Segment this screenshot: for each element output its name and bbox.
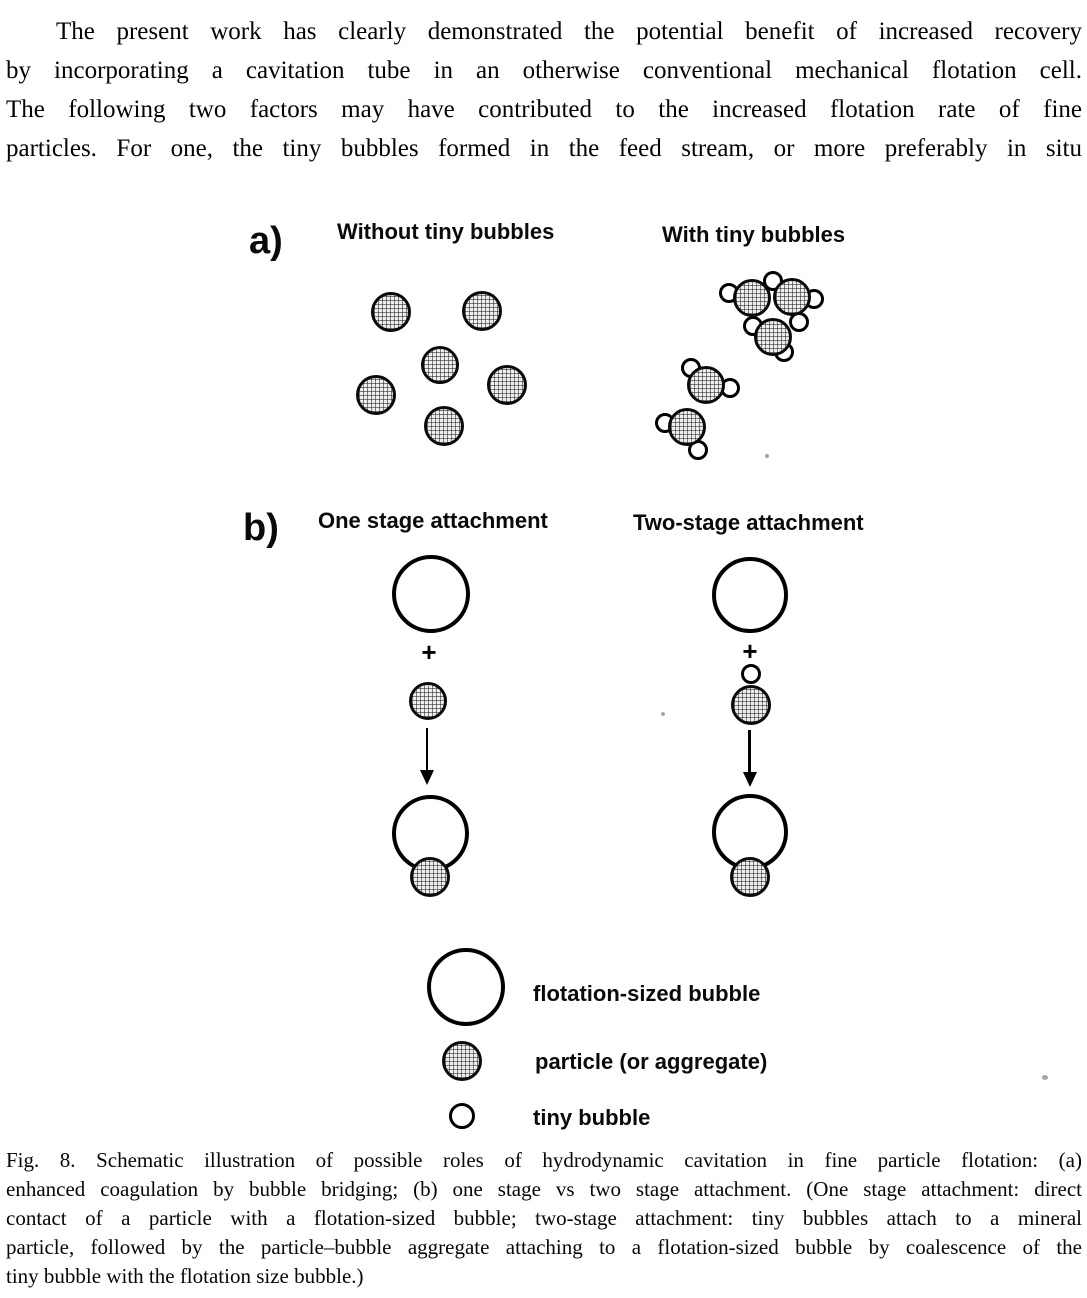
legend-particle-icon (442, 1041, 482, 1081)
panel-a-right-title: With tiny bubbles (662, 222, 846, 247)
caption-line: Fig. 8. Schematic illustration of possib… (6, 1148, 1082, 1172)
down-arrow (748, 730, 751, 773)
cluster-particle (733, 279, 771, 317)
cluster-particle (754, 318, 792, 356)
free-particle (421, 346, 459, 384)
down-arrow (426, 728, 428, 771)
tiny-bubble (741, 664, 761, 684)
free-particle (424, 406, 464, 446)
free-particle (371, 292, 411, 332)
body-line: The following two factors may have contr… (6, 96, 1082, 123)
free-particle (462, 291, 502, 331)
scan-speck (765, 454, 769, 458)
legend-flotation-bubble-icon (427, 948, 505, 1026)
particle (409, 682, 447, 720)
body-line: particles. For one, the tiny bubbles for… (6, 135, 1082, 162)
flotation-bubble (392, 555, 470, 633)
free-particle (356, 375, 396, 415)
legend-tiny-bubble-icon (449, 1103, 475, 1129)
caption-line: contact of a particle with a flotation-s… (6, 1206, 1082, 1230)
attached-particle (410, 857, 450, 897)
body-line: by incorporating a cavitation tube in an… (6, 57, 1082, 84)
panel-b-right-title: Two-stage attachment (633, 510, 864, 535)
legend-label: tiny bubble (533, 1105, 651, 1130)
legend-label: particle (or aggregate) (535, 1049, 768, 1074)
scan-speck (661, 712, 665, 716)
particle (731, 685, 771, 725)
legend-label: flotation-sized bubble (533, 981, 761, 1006)
caption-line: enhanced coagulation by bubble bridging;… (6, 1177, 1082, 1201)
panel-b-left-title: One stage attachment (318, 508, 548, 533)
cluster-particle (687, 366, 725, 404)
cluster-particle (668, 408, 706, 446)
attached-particle (730, 857, 770, 897)
scan-speck (1042, 1075, 1048, 1080)
plus-sign: + (742, 636, 758, 666)
cluster-particle (773, 278, 811, 316)
caption-line: particle, followed by the particle–bubbl… (6, 1235, 1082, 1259)
panel-a-left-title: Without tiny bubbles (337, 219, 555, 244)
free-particle (487, 365, 527, 405)
body-line: The present work has clearly demonstrate… (56, 18, 1082, 45)
panel-b-label: b) (243, 507, 279, 549)
panel-a-label: a) (249, 220, 283, 262)
flotation-bubble (712, 557, 788, 633)
figure-caption: Fig. 8. Schematic illustration of possib… (6, 1146, 1082, 1291)
down-arrow-head (743, 772, 757, 787)
plus-sign: + (421, 637, 437, 667)
caption-line: tiny bubble with the flotation size bubb… (6, 1264, 364, 1288)
body-paragraph: The present work has clearly demonstrate… (6, 12, 1082, 168)
down-arrow-head (420, 770, 434, 785)
